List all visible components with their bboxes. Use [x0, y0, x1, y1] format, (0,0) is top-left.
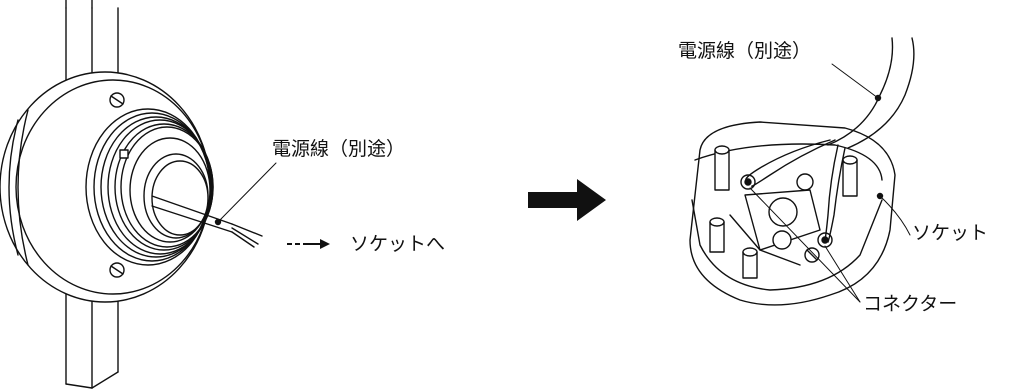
terminal-post-right: [842, 155, 858, 197]
flange-screw-bottom: [109, 262, 125, 278]
right-cable-label: 電源線（別途）: [678, 40, 812, 62]
socket-label: ソケット: [912, 222, 989, 244]
terminal-post-left: [714, 145, 730, 191]
terminal-post-bottom: [742, 247, 758, 279]
left-power-cable: [151, 162, 277, 248]
terminal-post-bottom-left: [709, 217, 725, 253]
collar: [85, 108, 214, 266]
right-power-cable: [827, 37, 915, 149]
center-block: [729, 173, 821, 266]
right-arrow-icon: [528, 179, 606, 221]
socket-leader: [876, 192, 911, 236]
flange-screw-top: [109, 92, 125, 108]
socket-body: [689, 121, 896, 306]
connector-leaders: [749, 187, 861, 303]
to-socket-label: ソケットへ: [350, 233, 446, 255]
left-cable-label: 電源線（別途）: [272, 138, 406, 160]
connector-label: コネクター: [863, 293, 958, 315]
dashed-right-arrow-icon: [287, 239, 330, 249]
